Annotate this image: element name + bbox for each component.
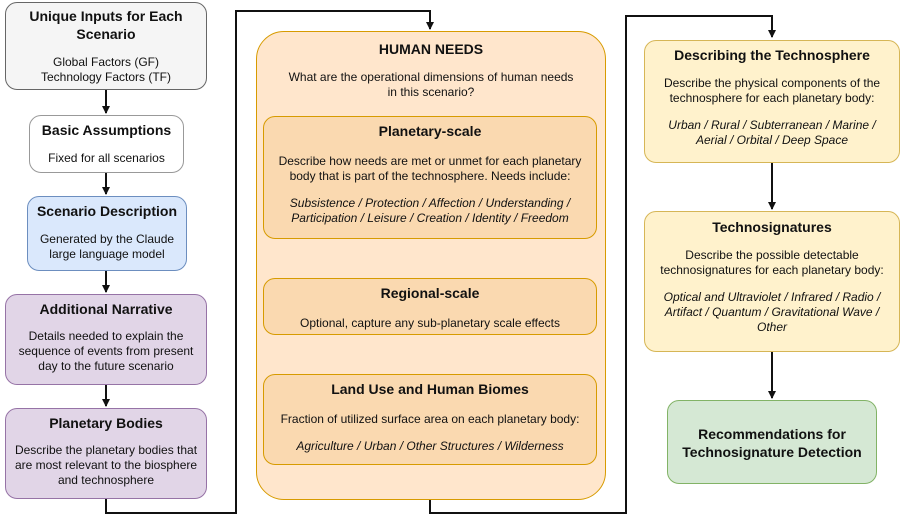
land-use-body: Fraction of utilized surface area on eac… bbox=[280, 412, 580, 426]
human-needs-title: HUMAN NEEDS bbox=[378, 41, 484, 57]
arrow-human-needs-to-technosphere bbox=[429, 15, 776, 514]
planetary-scale-body: Describe how needs are met or unmet for … bbox=[278, 154, 582, 183]
unique-inputs-box: Unique Inputs for Each Scenario Global F… bbox=[5, 2, 207, 90]
human-needs-question: What are the operational dimensions of h… bbox=[288, 70, 574, 99]
regional-scale-title: Regional-scale bbox=[380, 285, 480, 301]
technosignatures-title: Technosignatures bbox=[712, 219, 832, 235]
land-use-box: Land Use and Human Biomes Fraction of ut… bbox=[263, 374, 597, 465]
technosphere-title: Describing the Technosphere bbox=[674, 47, 870, 63]
technosignatures-body: Describe the possible detectable technos… bbox=[660, 248, 884, 277]
basic-assumptions-body: Fixed for all scenarios bbox=[48, 151, 165, 165]
technosphere-body: Describe the physical components of the … bbox=[663, 76, 881, 105]
technosignatures-box: Technosignatures Describe the possible d… bbox=[644, 211, 900, 352]
arrow-bodies-to-human-needs bbox=[105, 10, 434, 514]
planetary-bodies-title: Planetary Bodies bbox=[49, 415, 163, 431]
additional-narrative-title: Additional Narrative bbox=[39, 301, 173, 317]
unique-inputs-title: Unique Inputs for Each Scenario bbox=[29, 8, 183, 42]
scenario-description-box: Scenario Description Generated by the Cl… bbox=[27, 196, 187, 271]
basic-assumptions-title: Basic Assumptions bbox=[41, 122, 172, 138]
scenario-description-title: Scenario Description bbox=[36, 203, 178, 219]
land-use-categories: Agriculture / Urban / Other Structures /… bbox=[296, 439, 564, 453]
technosignatures-types: Optical and Ultraviolet / Infrared / Rad… bbox=[663, 290, 881, 334]
global-factors: Global Factors (GF) bbox=[52, 55, 160, 69]
additional-narrative-box: Additional Narrative Details needed to e… bbox=[5, 294, 207, 385]
scenario-description-body: Generated by the Claude large language m… bbox=[39, 232, 175, 261]
recommendations-box: Recommendations for Technosignature Dete… bbox=[667, 400, 877, 484]
planetary-bodies-body: Describe the planetary bodies that are m… bbox=[14, 443, 198, 487]
regional-scale-body: Optional, capture any sub-planetary scal… bbox=[300, 316, 560, 330]
planetary-scale-needs: Subsistence / Protection / Affection / U… bbox=[289, 196, 571, 225]
land-use-title: Land Use and Human Biomes bbox=[331, 381, 529, 397]
planetary-bodies-box: Planetary Bodies Describe the planetary … bbox=[5, 408, 207, 499]
planetary-scale-title: Planetary-scale bbox=[378, 123, 482, 139]
regional-scale-box: Regional-scale Optional, capture any sub… bbox=[263, 278, 597, 335]
recommendations-title: Recommendations for Technosignature Dete… bbox=[682, 426, 862, 460]
technosphere-box: Describing the Technosphere Describe the… bbox=[644, 40, 900, 163]
technosphere-components: Urban / Rural / Subterranean / Marine / … bbox=[668, 118, 876, 147]
technology-factors: Technology Factors (TF) bbox=[40, 70, 172, 84]
additional-narrative-body: Details needed to explain the sequence o… bbox=[18, 329, 194, 373]
basic-assumptions-box: Basic Assumptions Fixed for all scenario… bbox=[29, 115, 184, 173]
planetary-scale-box: Planetary-scale Describe how needs are m… bbox=[263, 116, 597, 239]
